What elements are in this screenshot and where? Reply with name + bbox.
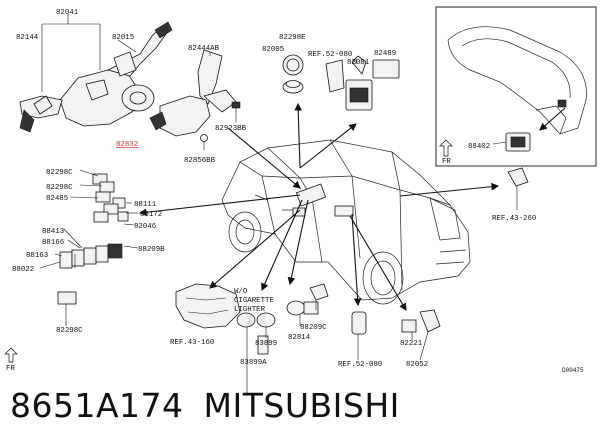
label-82814: 82814 [288, 334, 311, 342]
label-82298c-b: 82298C [46, 184, 73, 192]
upper-middle-parts [282, 54, 400, 111]
label-ref-52-080-bottom: REF.52-080 [338, 361, 382, 369]
brand-name: MITSUBISHI [203, 386, 400, 425]
label-88111: 88111 [134, 201, 157, 209]
label-82298c-c: 82298C [56, 327, 83, 335]
label-82856bb: 82856BB [184, 157, 216, 165]
label-88209b: 88209B [138, 246, 165, 254]
label-88166: 88166 [42, 239, 64, 247]
label-88209c: 88209C [300, 324, 327, 332]
label-ref-43-260: REF.43-260 [492, 215, 536, 223]
label-fr-inset: FR [442, 158, 451, 166]
label-ref-43-160: REF.43-160 [170, 339, 214, 347]
drawing-number: D00475 [562, 367, 584, 374]
fr-marker-bottom [4, 347, 18, 363]
fr-marker-inset [439, 139, 453, 157]
label-82144: 82144 [16, 34, 39, 42]
lower-parts [175, 167, 529, 394]
label-lighter: LIGHTER [234, 306, 266, 314]
label-88163: 88163 [26, 252, 48, 260]
label-82041: 82041 [56, 9, 79, 17]
label-82005: 82005 [262, 46, 284, 54]
leader-arrows [138, 102, 500, 311]
label-cigarette: CIGARETTE [234, 297, 274, 305]
inset-panel [435, 6, 597, 167]
label-82444ab: 82444AB [188, 45, 220, 53]
part-labels: 82041 82144 82015 82832 82444AB 82923BB … [6, 9, 584, 374]
label-82298e: 82298E [279, 34, 306, 42]
label-88402: 88402 [468, 143, 490, 151]
paddle-shifter-assembly [149, 49, 241, 150]
vehicle-outline [221, 139, 471, 305]
label-82221: 82221 [400, 340, 423, 348]
label-82052: 82052 [406, 361, 428, 369]
label-82923bb: 82923BB [215, 125, 247, 133]
label-ref-52-080-top: REF.52-080 [308, 51, 352, 59]
label-fr-bottom: FR [6, 365, 15, 373]
label-82298c-a: 82298C [46, 169, 73, 177]
label-82485: 82485 [46, 195, 68, 203]
part-number: 8651A174 [10, 386, 184, 425]
label-88413: 88413 [42, 228, 64, 236]
label-88022: 88022 [12, 266, 34, 274]
combination-switch-assembly [19, 14, 173, 133]
label-83899: 83899 [255, 340, 277, 348]
label-82015: 82015 [112, 34, 134, 42]
caption: 8651A174 MITSUBISHI [10, 386, 400, 425]
label-83899a: 83899A [240, 359, 267, 367]
label-82081: 82081 [347, 59, 370, 67]
left-switch-stack [39, 169, 139, 326]
label-82832: 82832 [116, 141, 138, 149]
label-88172: 88172 [140, 211, 162, 219]
label-82489: 82489 [374, 50, 396, 58]
label-wo: W/O [234, 288, 248, 296]
label-82046: 82046 [134, 223, 156, 231]
